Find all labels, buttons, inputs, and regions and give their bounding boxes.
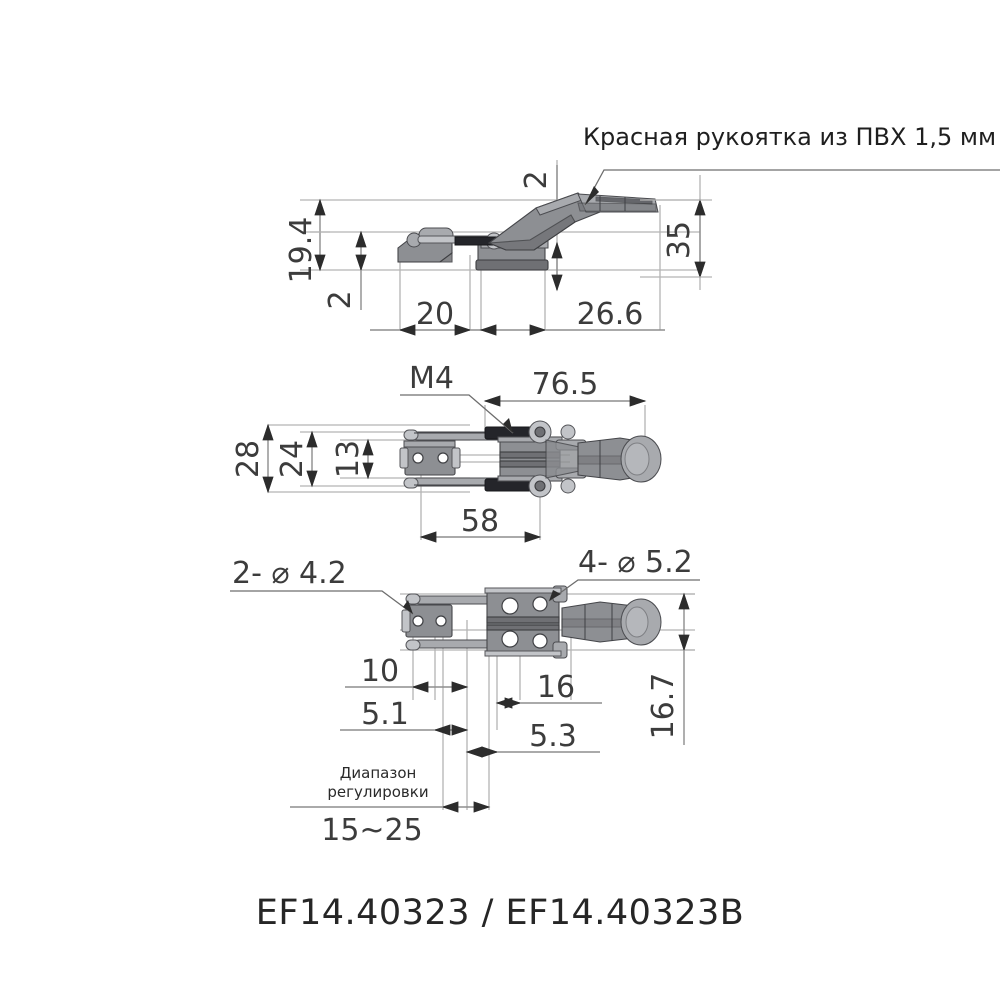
dim-label-2-phi-4-2: 2- ⌀ 4.2 (232, 556, 347, 591)
dimension-76-5: 76.5 (483, 367, 647, 407)
side-view-catch-plate (397, 227, 491, 263)
dimension-13: 13 (331, 438, 374, 480)
dim-label-16: 16 (537, 670, 575, 705)
bottom-view-handle (561, 598, 662, 646)
dim-label-16-7: 16.7 (646, 673, 681, 740)
dim-label-2-left: 2 (323, 290, 358, 309)
page-title: EF14.40323 / EF14.40323B (255, 893, 745, 933)
adjust-range-line1: Диапазон (340, 764, 417, 782)
dimension-28: 28 (231, 423, 274, 494)
bottom-view: 2- ⌀ 4.2 4- ⌀ 5.2 10 16 5.1 (230, 545, 700, 848)
dim-label-5-3: 5.3 (529, 719, 577, 754)
mounting-hole (501, 630, 519, 648)
dim-label-58: 58 (461, 504, 499, 539)
dimension-5-1: 5.1 (340, 697, 469, 736)
adjust-range-line2: регулировки (327, 783, 428, 801)
dim-label-35: 35 (662, 221, 697, 259)
dimension-19-4: 19.4 (284, 198, 330, 284)
dimension-26-6: 26.6 (479, 297, 665, 336)
dim-label-15-25: 15~25 (321, 813, 422, 848)
dim-label-20: 20 (416, 297, 454, 332)
dim-label-19-4: 19.4 (284, 217, 319, 284)
dimension-35: 35 (640, 198, 712, 279)
dim-label-5-1: 5.1 (361, 697, 409, 732)
dimension-2-left: 2 (323, 230, 367, 310)
dimension-16-7: 16.7 (646, 592, 690, 745)
plan-top-view: 28 24 13 M4 76.5 58 (231, 361, 662, 543)
bottom-view-latch-plate (401, 604, 453, 638)
handle-note-leader (584, 169, 1000, 206)
dim-label-2-lever: 2 (519, 170, 554, 189)
dim-label-m4: M4 (409, 361, 454, 396)
dim-label-24: 24 (275, 440, 310, 478)
dimension-10: 10 (345, 654, 469, 693)
dim-label-76-5: 76.5 (532, 367, 599, 402)
plan-view-handle (577, 435, 662, 483)
leader-2-phi-4-2 (230, 590, 414, 615)
plan-view-latch-plate (399, 440, 461, 476)
dimension-2-lever: 2 (519, 165, 563, 292)
dimension-5-3: 5.3 (465, 719, 600, 758)
dimension-15-25: 15~25 (290, 801, 491, 848)
dim-label-26-6: 26.6 (577, 297, 644, 332)
dimension-24: 24 (275, 430, 318, 488)
dim-label-13: 13 (331, 440, 366, 478)
dimension-20: 20 (370, 297, 497, 336)
dim-label-4-phi-5-2: 4- ⌀ 5.2 (578, 545, 693, 580)
handle-note-text: Красная рукоятка из ПВХ 1,5 мм (583, 123, 996, 151)
dimension-58: 58 (419, 504, 542, 543)
mounting-hole (501, 597, 519, 615)
dim-label-10: 10 (361, 654, 399, 689)
leader-4-phi-5-2 (548, 579, 700, 602)
plan-view-body (484, 420, 587, 498)
dimension-16: 16 (495, 670, 602, 709)
side-view-handle-grip (577, 193, 659, 213)
dimension-m4-leader (400, 394, 514, 434)
dim-label-28: 28 (231, 440, 266, 478)
mounting-hole (532, 596, 548, 612)
mounting-hole (532, 633, 548, 649)
side-elevation-view: 19.4 2 2 35 20 (284, 123, 1000, 336)
